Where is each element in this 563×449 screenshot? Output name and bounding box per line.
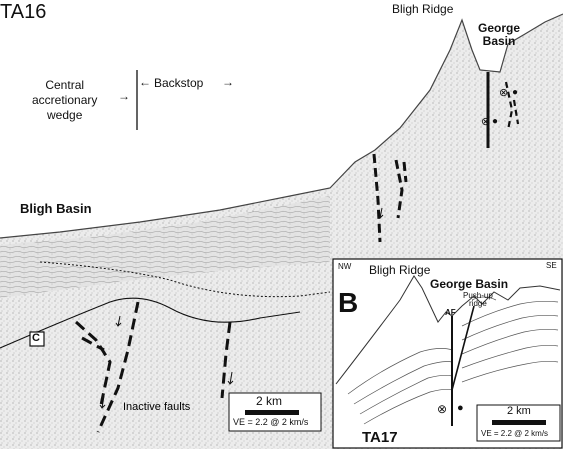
into-page-symbol-lower: ⊗	[481, 116, 491, 128]
bligh-basin-label: Bligh Basin	[20, 201, 92, 216]
seafloor-line	[0, 13, 563, 239]
inset-line-id-ta17: TA17	[362, 429, 398, 446]
inset-scale-bar	[492, 420, 546, 425]
bligh-ridge-label: Bligh Ridge	[392, 2, 454, 16]
out-of-page-symbol-lower: ●	[492, 116, 499, 127]
inset-out-of-page-symbol: ●	[457, 402, 464, 414]
line-id-ta16: TA16	[0, 1, 47, 23]
wedge-line-2: accretionary	[32, 93, 98, 107]
inactive-faults	[74, 301, 232, 433]
inset-scale-length: 2 km	[507, 405, 531, 417]
fault-slip-arrows	[99, 207, 384, 409]
inset-panel-letter: B	[338, 287, 359, 318]
george-basin-line-2: Basin	[482, 33, 516, 48]
reflector-c-line	[0, 297, 301, 349]
wedge-line-1: Central	[45, 78, 85, 92]
backstop-arrow-left: ←	[139, 75, 151, 89]
inset-fault-splay	[451, 305, 475, 391]
inactive-faults-label: Inactive faults	[123, 401, 191, 413]
inset-af-label: AF	[445, 308, 456, 317]
george-basin-label: George Basin	[478, 22, 520, 47]
main-scale-ve: VE = 2.2 @ 2 km/s	[233, 417, 309, 427]
accretionary-wedge-label: Central accretionary wedge	[32, 78, 97, 123]
inset-basin-label: George Basin	[430, 277, 509, 291]
reflector-c-box	[29, 331, 45, 347]
basin-fault-splays	[504, 81, 520, 131]
wedge-line-3: wedge	[47, 108, 83, 122]
inset-scale-ve: VE = 2.2 @ 2 km/s	[481, 429, 549, 438]
inset-se-label: SE	[546, 261, 557, 270]
wedge-arrow: →	[118, 89, 130, 103]
inset-reflectors	[347, 296, 559, 425]
pushup-line-2: ridge	[469, 299, 487, 309]
main-scale-length: 2 km	[256, 394, 283, 408]
reflection-band	[0, 196, 330, 298]
inset-pushup-label: Push-up ridge	[463, 291, 493, 309]
george-basin-line-1: George	[478, 21, 521, 35]
inset-ridge-label: Bligh Ridge	[369, 263, 431, 277]
into-page-symbol-upper: ⊗	[499, 87, 509, 99]
ridge-flank-faults	[372, 153, 408, 243]
backstop-label: Backstop	[154, 76, 204, 90]
reflector-c-label: C	[32, 332, 40, 344]
backstop-arrow-right: →	[222, 75, 234, 89]
inset-nw-label: NW	[338, 262, 352, 271]
main-scale-bar	[245, 410, 299, 415]
pushup-line-1: Push-up	[463, 291, 493, 300]
inset-ridge-outline	[335, 275, 561, 385]
out-of-page-symbol-upper: ●	[512, 87, 519, 98]
inset-into-page-symbol: ⊗	[437, 402, 448, 416]
